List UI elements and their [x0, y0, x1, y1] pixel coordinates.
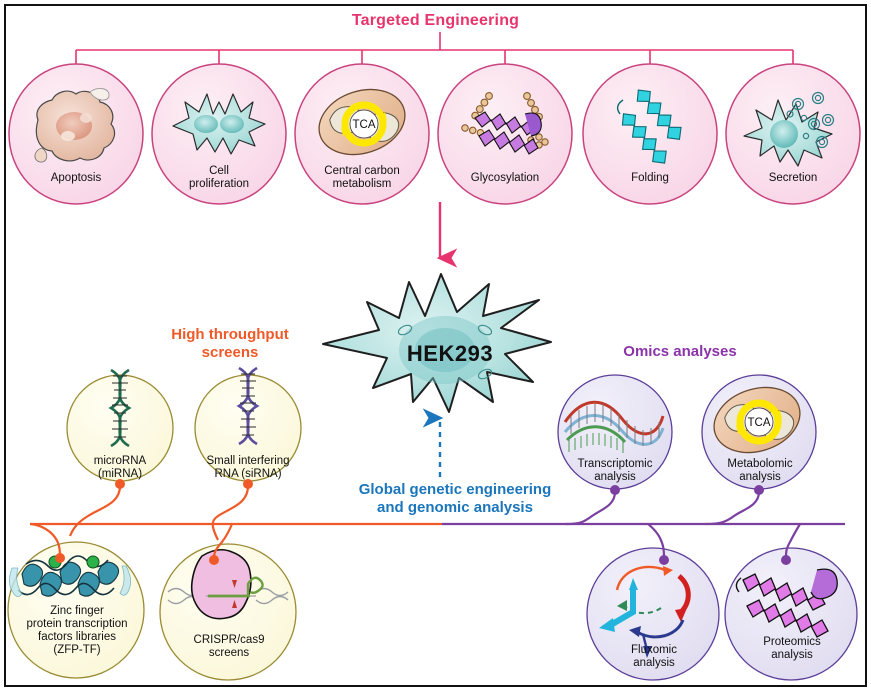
omics-analyses-title: Omics analyses: [623, 343, 737, 360]
node-label-proteomics: Proteomics analysis: [763, 636, 821, 661]
omics-connector-dots: [610, 485, 791, 565]
helix-bundle-icon: [616, 89, 682, 164]
dna-double-helix-icon: [563, 400, 665, 453]
node-label-fluxomic: Fluxomic analysis: [630, 644, 677, 669]
cas9-complex-icon: [167, 548, 289, 620]
zinc-finger-icon: [9, 555, 131, 597]
dna-helix-green-icon: [108, 368, 132, 448]
node-label-glycosylation: Glycosylation: [470, 172, 540, 184]
secreting-cell-icon: [743, 91, 835, 167]
high-throughput-screens-title: High throughput screens: [171, 326, 289, 361]
mitochondrion-tca-icon: TCA: [713, 386, 801, 454]
targeted-bracket-connector: [75, 32, 794, 77]
node-label-crispr: CRISPR/cas9 screens: [193, 634, 265, 659]
apoptotic-cell-icon: [34, 88, 116, 163]
svg-text:TCA: TCA: [748, 417, 771, 429]
hek293-label: HEK293: [406, 341, 494, 366]
hts-connector-dots: [55, 479, 253, 565]
dna-helix-purple-icon: [236, 366, 260, 446]
omics-connector-bus: [442, 491, 845, 559]
dividing-cell-icon: [172, 93, 266, 155]
node-label-sirna: Small interfering RNA (siRNA): [206, 455, 290, 480]
node-label-zfp-tf: Zinc finger protein transcription factor…: [26, 605, 128, 656]
node-label-mirna: microRNA (miRNA): [93, 455, 147, 480]
hek293-cell-icon: [322, 273, 552, 413]
flux-arrows-icon: [599, 565, 691, 658]
node-label-secretion: Secretion: [768, 172, 818, 184]
protein-ribbon-icon: [735, 568, 838, 638]
svg-text:TCA: TCA: [353, 119, 376, 131]
node-label-central-carbon-metabolism: Central carbon metabolism: [324, 165, 400, 190]
glycoprotein-icon: [461, 92, 549, 155]
node-label-transcriptomic: Transcriptomic analysis: [577, 458, 653, 483]
node-label-cell-proliferation: Cell proliferation: [188, 165, 250, 190]
targeted-engineering-title: Targeted Engineering: [351, 12, 520, 29]
node-label-apoptosis: Apoptosis: [50, 172, 102, 184]
node-label-metabolomic: Metabolomic analysis: [727, 458, 793, 483]
node-label-folding: Folding: [631, 172, 669, 184]
global-genetic-engineering-title: Global genetic engineering and genomic a…: [358, 481, 552, 516]
hts-connector-bus: [29, 485, 442, 559]
mitochondrion-tca-icon: TCA: [318, 88, 406, 156]
